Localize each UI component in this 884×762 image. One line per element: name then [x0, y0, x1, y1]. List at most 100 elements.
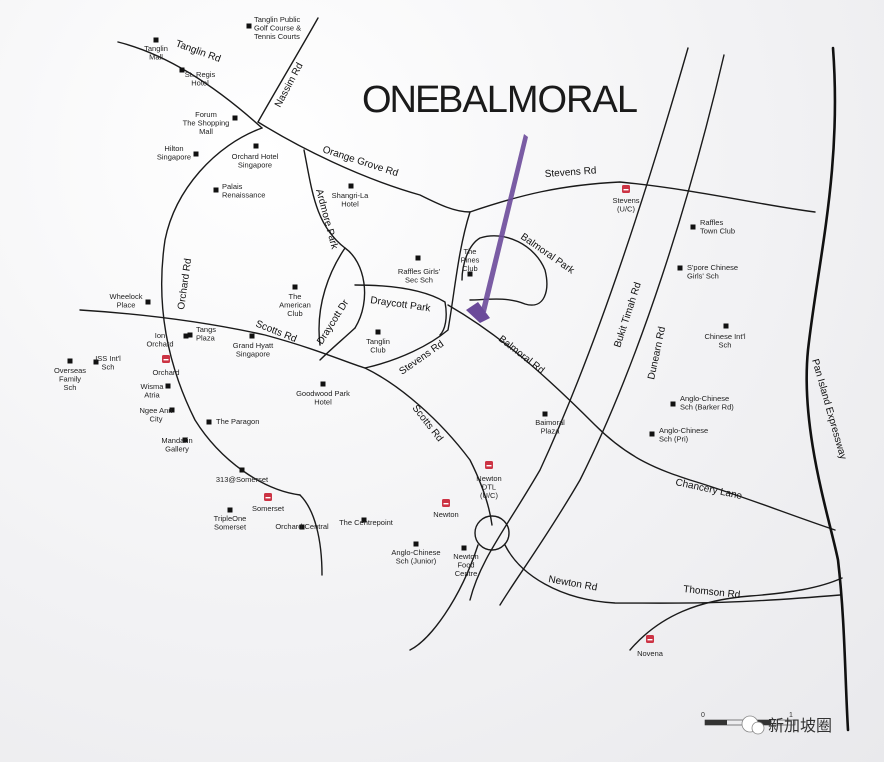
poi-orchard-central: Orchard Central	[275, 522, 329, 531]
road-nassim	[257, 17, 319, 123]
poi-marker-icon	[206, 419, 212, 425]
road-stevens-mid	[364, 211, 471, 369]
label-newton-rd: Newton Rd	[547, 574, 598, 593]
poi-marker-icon	[145, 299, 151, 305]
poi-marker-icon	[67, 358, 73, 364]
poi-label: Somerset	[252, 504, 285, 513]
poi-marker-icon	[690, 224, 696, 230]
scale-start: 0	[701, 712, 705, 719]
mrt-station-icon	[443, 503, 449, 505]
road-scotts-west	[79, 309, 366, 369]
label-chancery-lane: Chancery Lane	[674, 477, 743, 502]
poi-stevens-mrt: Stevens(U/C)	[612, 185, 640, 214]
poi-marker-icon	[415, 255, 421, 261]
poi-label: Novena	[637, 649, 664, 658]
label-bukit-timah-rd: Bukit Timah Rd	[612, 281, 643, 349]
poi-marker-icon	[649, 431, 655, 437]
poi-label: Raffles Girls'Sec Sch	[398, 267, 441, 285]
poi-marker-icon	[246, 23, 252, 29]
poi-label: Orchard	[152, 368, 179, 377]
poi-somerset-313: 313@Somerset	[216, 467, 269, 484]
poi-newton-mrt: Newton	[433, 499, 459, 519]
label-draycott-park: Draycott Park	[370, 295, 433, 314]
label-scotts-rd-south: Scotts Rd	[410, 403, 445, 444]
poi-marker-icon	[193, 151, 199, 157]
poi-label: Newton	[433, 510, 458, 519]
road-draycott-park	[354, 284, 447, 336]
poi-marker-icon	[249, 333, 255, 339]
poi-marker-icon	[299, 524, 305, 530]
road-dunearn	[499, 54, 725, 606]
label-balmoral-rd: Balmoral Rd	[496, 334, 546, 377]
label-balmoral-park: Balmoral Park	[518, 231, 577, 277]
scale-end: 1	[789, 712, 793, 719]
poi-marker-icon	[93, 359, 99, 365]
label-thomson-rd: Thomson Rd	[683, 584, 741, 601]
pointer-beam	[480, 134, 528, 314]
poi-marker-icon	[213, 187, 219, 193]
poi-the-centrepoint: The Centrepoint	[339, 517, 394, 527]
poi-marker-icon	[542, 411, 548, 417]
label-pie: Pan Island Expressway	[809, 358, 848, 461]
poi-label: Stevens(U/C)	[612, 196, 639, 214]
poi-marker-icon	[165, 383, 171, 389]
road-network	[79, 17, 850, 732]
poi-marker-icon	[169, 407, 175, 413]
label-dunearn-rd: Dunearn Rd	[646, 326, 668, 381]
poi-novena-mrt: Novena	[637, 635, 664, 658]
label-orchard-rd: Orchard Rd	[176, 258, 194, 311]
road-newton-circus	[474, 515, 510, 551]
watermark-icon	[751, 721, 765, 735]
label-stevens-rd-top: Stevens Rd	[544, 165, 596, 180]
project-title: ONE BALMORAL	[362, 79, 638, 121]
watermark-text: 新加坡圈	[768, 716, 832, 735]
poi-marker-icon	[179, 67, 185, 73]
road-tanglin	[117, 41, 263, 129]
poi-orchard-mrt: Orchard	[152, 355, 180, 377]
